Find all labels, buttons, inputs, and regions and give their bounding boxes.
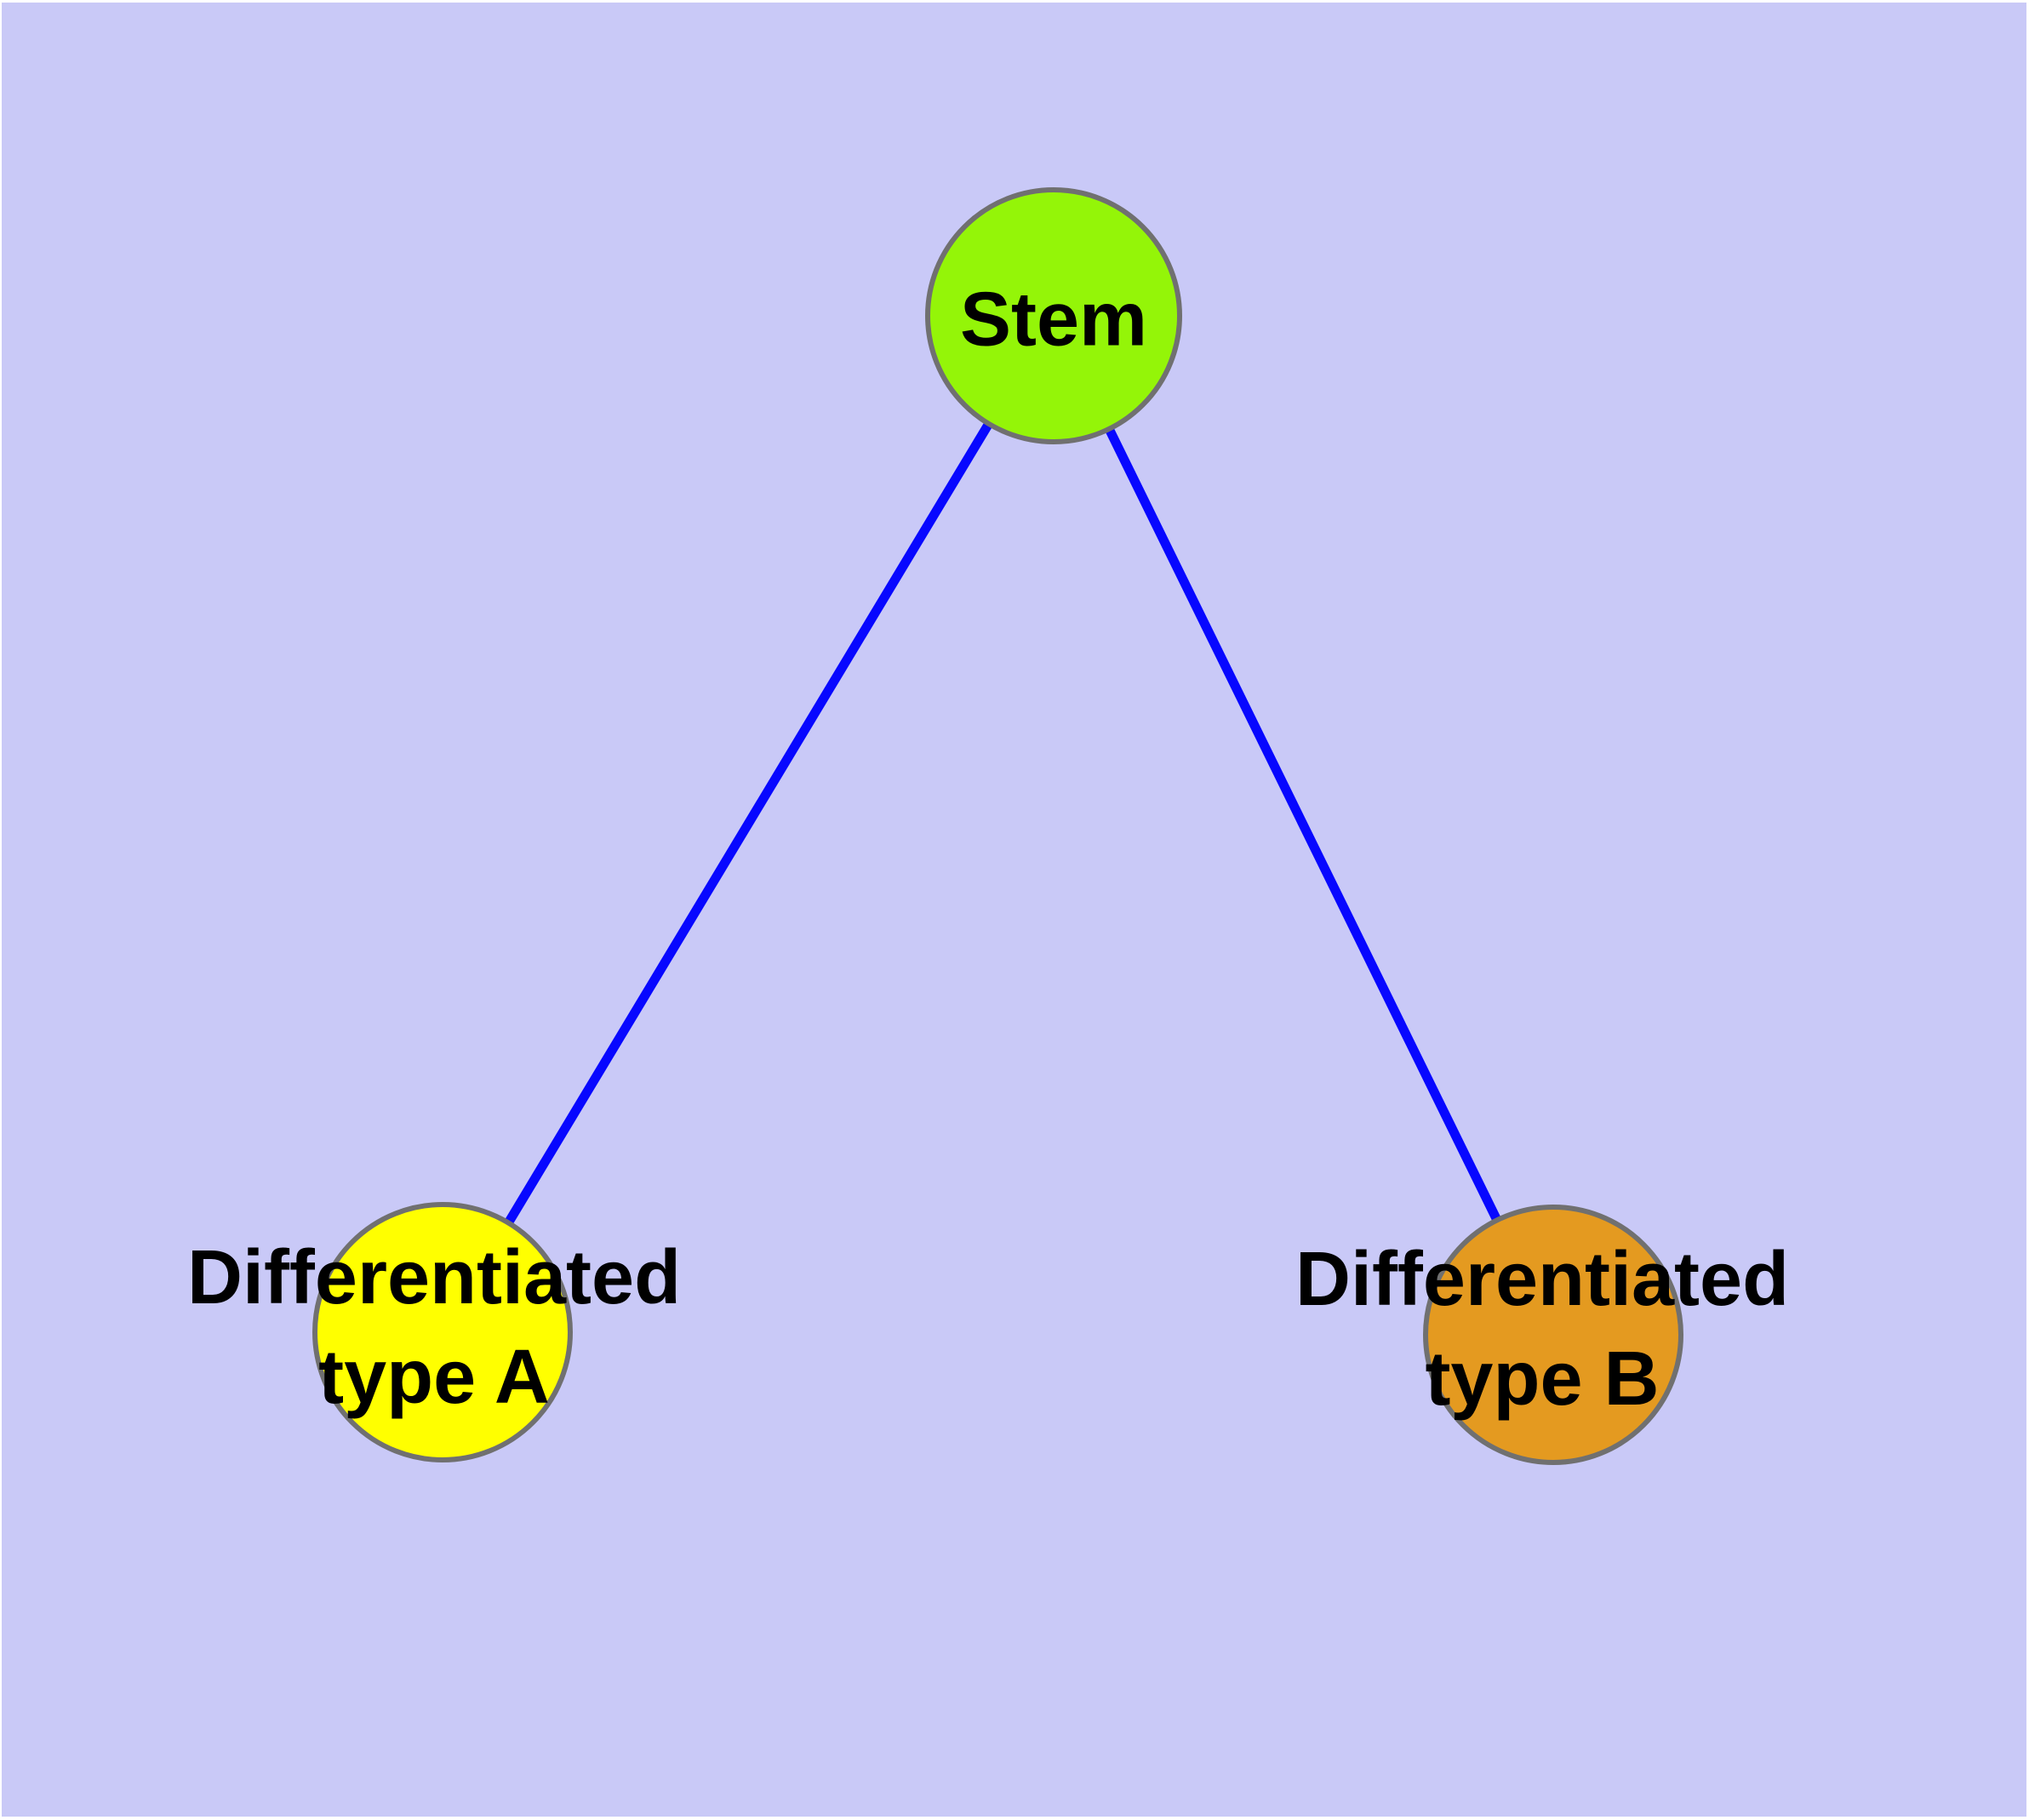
graph-canvas: Stem Differentiated type A Differentiate… <box>2 3 2026 1817</box>
node-stem-circle <box>925 187 1182 444</box>
node-type-b-circle <box>1423 1205 1683 1465</box>
edge-stem-to-type-a <box>438 313 1058 1335</box>
edge-stem-to-type-b <box>1049 313 1557 1337</box>
graph-svg-layer <box>312 187 1683 1465</box>
node-type-a-circle <box>312 1202 573 1462</box>
